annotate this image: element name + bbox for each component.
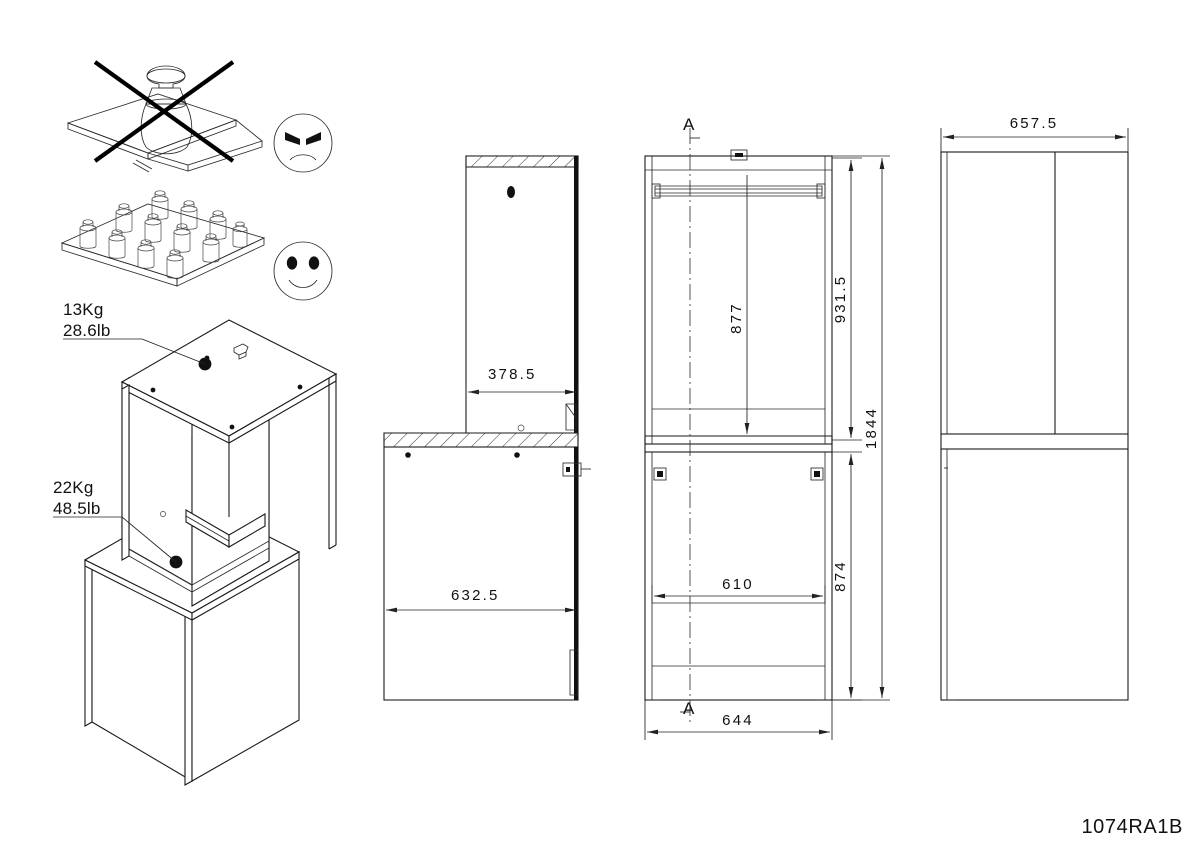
load-label-22kg: 22Kg 48.5lb <box>53 478 101 518</box>
leader-22kg <box>53 516 177 563</box>
load-label-13kg: 13Kg 28.6lb <box>63 300 111 340</box>
section-letter-top: A <box>683 115 695 134</box>
dim-text-874: 874 <box>832 560 849 592</box>
load-22kg-kg: 22Kg <box>53 478 94 497</box>
dim-931-5 <box>832 157 862 441</box>
leader-13kg <box>63 338 206 365</box>
dim-text-877: 877 <box>728 302 745 334</box>
dim-text-1844: 1844 <box>863 407 880 449</box>
isometric-view <box>53 319 338 786</box>
bad-load-illustration <box>66 60 263 173</box>
section-letter-bottom: A <box>683 699 695 718</box>
right-side-view <box>940 128 1129 701</box>
dim-text-644: 644 <box>722 712 754 729</box>
smiley-face-icon <box>273 241 333 301</box>
dim-text-378-5: 378.5 <box>488 366 537 383</box>
dim-text-610: 610 <box>722 576 754 593</box>
dim-644 <box>644 700 833 740</box>
angry-face-icon <box>273 113 333 173</box>
good-load-illustration <box>60 190 266 287</box>
dim-610 <box>651 585 826 603</box>
part-number: 1074RA1B <box>1081 816 1183 838</box>
dim-632-5 <box>383 600 579 618</box>
side-section-view <box>383 155 591 701</box>
dim-378-5 <box>465 385 579 400</box>
dim-text-657-5: 657.5 <box>1010 115 1059 132</box>
load-22kg-lb: 48.5lb <box>53 499 101 518</box>
dim-657-5 <box>940 128 1129 152</box>
dim-text-931-5: 931.5 <box>832 275 849 324</box>
front-section-view <box>644 128 890 740</box>
load-13kg-kg: 13Kg <box>63 300 104 319</box>
dim-1844 <box>832 155 890 701</box>
load-warning-pictograms <box>60 60 333 301</box>
load-13kg-lb: 28.6lb <box>63 321 111 340</box>
dim-text-632-5: 632.5 <box>451 587 500 604</box>
